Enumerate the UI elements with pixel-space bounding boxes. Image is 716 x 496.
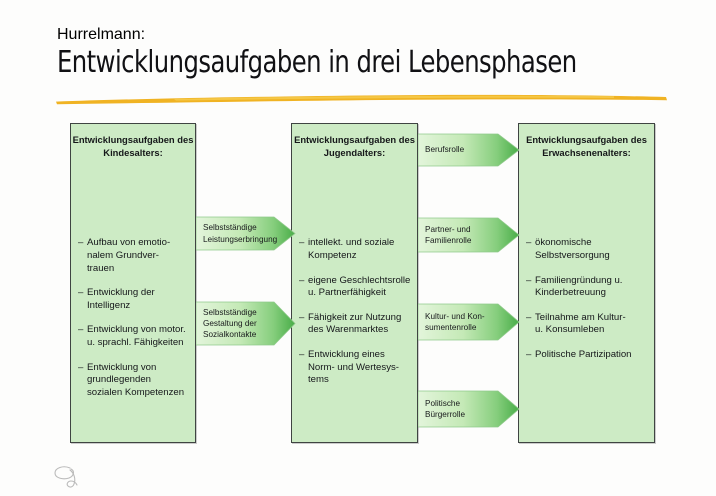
phase-box-erwachsenenalter: Entwicklungsaufgaben des Erwachsenenalte… (518, 123, 655, 443)
phase-item: –Familiengründung u. Kinderbetreuung (526, 274, 623, 299)
phase-heading-kindesalter: Entwicklungsaufgaben des Kindesalters: (72, 134, 194, 158)
dash-bullet-icon: – (299, 311, 305, 323)
author-line: Hurrelmann: (57, 26, 146, 43)
phase-heading-jugendalter: Entwicklungsaufgaben des Jugendalters: (294, 134, 415, 158)
phase-items-erwachsenenalter: –ökonomische Selbstversorgung –Familieng… (519, 237, 654, 362)
phase-items-kindesalter: –Aufbau von emotio- nalem Grundver- trau… (71, 237, 195, 400)
dash-bullet-icon: – (526, 349, 532, 361)
dash-bullet-icon: – (299, 274, 305, 286)
dash-bullet-icon: – (526, 274, 532, 286)
handwritten-scribble-icon (54, 466, 78, 488)
dash-bullet-icon: – (299, 349, 305, 361)
dash-bullet-icon: – (78, 324, 84, 336)
arrow-partner-familienrolle: Partner- und Familienrolle (418, 217, 520, 253)
phase-item: –Aufbau von emotio- nalem Grundver- trau… (78, 237, 171, 274)
arrow-leistungserbringung: Selbstständige Leistungserbringung (196, 216, 296, 251)
dash-bullet-icon: – (78, 361, 84, 373)
dash-bullet-icon: – (299, 237, 305, 249)
phase-item: –Entwicklung von motor. u. sprachl. Fähi… (78, 324, 186, 349)
phase-item: –Teilnahme am Kultur- u. Konsumleben (526, 311, 626, 336)
dash-bullet-icon: – (78, 237, 84, 249)
arrow-kultur-konsumentenrolle: Kultur- und Kon- sumentenrolle (418, 303, 520, 341)
phase-item: –Politische Partizipation (526, 349, 632, 361)
slide-header: Hurrelmann: Entwicklungsaufgaben in drei… (57, 26, 677, 79)
phase-box-kindesalter: Entwicklungsaufgaben des Kindesalters: –… (70, 123, 196, 443)
phase-box-jugendalter: Entwicklungsaufgaben des Jugendalters: –… (291, 123, 418, 443)
arrow-sozialkontakte: Selbstständige Gestaltung der Sozialkont… (196, 301, 296, 346)
arrow-politische-buergerrolle: Politische Bürgerrolle (418, 390, 520, 428)
page-title: Entwicklungsaufgaben in drei Lebensphase… (57, 45, 577, 80)
phase-item: –eigene Geschlechtsrolle u. Partnerfähig… (299, 274, 411, 299)
dash-bullet-icon: – (526, 237, 532, 249)
phase-item: –Fähigkeit zur Nutzung des Warenmarktes (299, 311, 402, 336)
arrow-berufsrolle: Berufsrolle (418, 133, 520, 167)
phase-item: –Entwicklung eines Norm- und Wertesys- t… (299, 349, 399, 386)
phase-item: –Entwicklung von grundlegenden sozialen … (78, 361, 185, 399)
dash-bullet-icon: – (526, 311, 532, 323)
phase-item: –intellekt. und soziale Kompetenz (299, 237, 395, 261)
title-underline-brushstroke (56, 94, 667, 105)
phase-item: –ökonomische Selbstversorgung (526, 237, 610, 261)
phase-items-jugendalter: –intellekt. und soziale Kompetenz –eigen… (292, 237, 417, 387)
phase-heading-erwachsenenalter: Entwicklungsaufgaben des Erwachsenenalte… (526, 134, 647, 158)
dash-bullet-icon: – (78, 287, 84, 299)
phase-item: –Entwicklung der Intelligenz (78, 287, 155, 311)
